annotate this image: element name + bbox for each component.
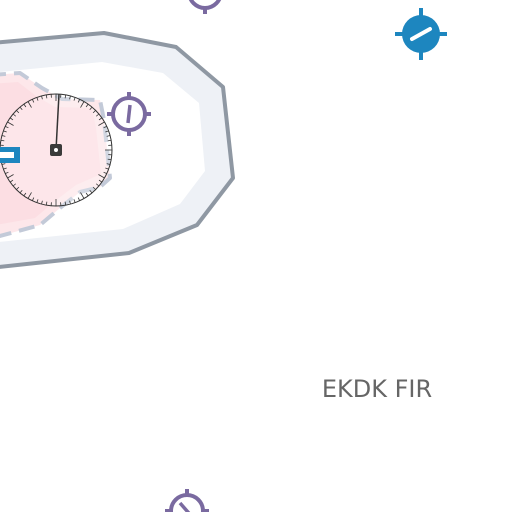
compass-tick: [12, 183, 17, 187]
ndb-navaid-blue[interactable]: [395, 8, 447, 60]
compass-tick: [31, 99, 35, 103]
compass-tick: [77, 197, 81, 201]
compass-tick: [103, 171, 107, 175]
compass-tick: [106, 163, 111, 165]
compass-tick: [98, 117, 103, 121]
compass-tick: [31, 197, 35, 201]
compass-tick: [7, 174, 14, 179]
compass-tick: [41, 95, 43, 100]
compass-tick: [80, 192, 85, 199]
compass-tick: [105, 167, 109, 170]
compass-tick: [73, 97, 76, 101]
compass-tick: [77, 99, 81, 103]
compass-tick: [89, 106, 93, 111]
compass-rose: [0, 93, 113, 207]
vor-navaid-top[interactable]: [183, 0, 227, 14]
compass-tick: [41, 200, 43, 205]
compass-tick: [69, 200, 71, 205]
compass-tick: [64, 201, 67, 206]
compass-tick: [36, 97, 39, 101]
vor-navaid-bottom[interactable]: [165, 489, 209, 512]
compass-tick: [85, 103, 89, 108]
compass-tick: [5, 171, 9, 175]
compass-tick: [107, 158, 112, 161]
compass-tick: [45, 94, 48, 99]
compass-tick: [3, 167, 7, 170]
compass-tick: [12, 113, 17, 117]
compass-tick: [1, 135, 6, 137]
compass-tick: [36, 199, 39, 203]
compass-tick: [45, 201, 48, 206]
compass-tick: [7, 121, 14, 126]
compass-tick: [98, 174, 105, 179]
vor-navaid-right[interactable]: [107, 92, 151, 136]
fir-label: EKDK FIR: [322, 375, 432, 403]
compass-tick: [95, 183, 100, 187]
compass-tick: [19, 189, 23, 194]
compass-tick: [92, 110, 96, 114]
compass-tick: [19, 106, 23, 111]
compass-tick: [103, 125, 107, 129]
compass-tick: [0, 139, 5, 142]
compass-tick: [9, 179, 14, 183]
compass-tick: [5, 125, 9, 129]
airport-marker[interactable]: [0, 147, 20, 163]
compass-tick: [1, 163, 6, 165]
compass-tick: [85, 192, 89, 197]
compass-tick: [23, 192, 27, 197]
compass-tick: [106, 135, 111, 137]
compass-tick: [80, 101, 85, 108]
compass-tick: [27, 192, 32, 199]
compass-tick: [27, 101, 32, 108]
compass-tick: [16, 110, 20, 114]
compass-tick: [107, 139, 112, 142]
compass-tick: [98, 179, 103, 183]
compass-tick: [16, 186, 20, 190]
compass-tick: [92, 186, 96, 190]
compass-tick: [95, 113, 100, 117]
compass-tick: [73, 199, 76, 203]
compass-tick: [23, 103, 27, 108]
compass-tick: [105, 130, 109, 133]
compass-tick: [69, 95, 71, 100]
compass-tick: [98, 121, 105, 126]
compass-tick: [9, 117, 14, 121]
compass-tick: [89, 189, 93, 194]
compass-tick: [64, 94, 67, 99]
compass-tick: [3, 130, 7, 133]
